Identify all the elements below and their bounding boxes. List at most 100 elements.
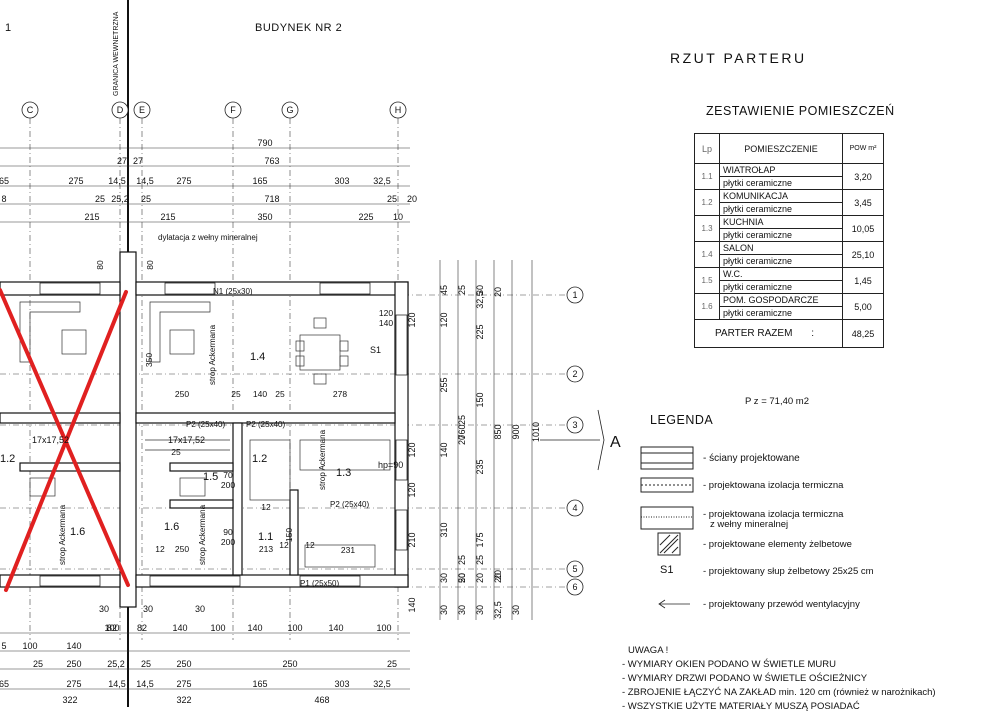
dim-right-235: 235 [475,459,485,474]
plan-title: RZUT PARTERU [670,50,807,66]
dim-top-275a: 275 [68,176,83,186]
table-row: 1.1 WIATROŁAP 3,20 [694,163,884,190]
header-lp: Lp [694,133,720,164]
dilatation-label: dylatacja z wełny mineralnej [158,233,258,242]
strop-label-3: strop Ackermana [198,504,207,565]
rooms-table: Lp POMIESZCZENIE POW m² 1.1 WIATROŁAP 3,… [694,133,884,348]
dim-bot-140c: 140 [247,623,262,633]
misc-dim-5: 25 [171,447,181,457]
row-no: 1.2 [694,189,720,216]
dim-right-760: 760 [457,424,467,439]
table-row: 1.4 SALON 25,10 [694,241,884,268]
grid-row-6: 6 [572,582,577,592]
legend-column: - projektowany słup żelbetowy 25x25 cm [703,566,874,577]
misc-dim-17: 12 [155,544,165,554]
rooms-table-header: Lp POMIESZCZENIE POW m² [694,133,884,164]
row-name: KUCHNIA [719,215,843,229]
dim-bot-100a: 100 [22,641,37,651]
misc-dim-7: 200 [221,480,235,490]
misc-dim-6: 70 [223,470,233,480]
dim-top-25-2: 25,2 [111,194,129,204]
dim-right-30a: 30 [439,605,449,615]
dim-right-25a: 25 [457,285,467,295]
boundary-label: GRANICA WEWNETRZNA [113,11,120,96]
dim-bot-250c: 250 [282,659,297,669]
dim-right-45: 45 [439,285,449,295]
room-left-1-2: 1.2 [0,453,15,465]
grid-col-f: F [230,105,236,115]
dim-right-20b: 20 [457,573,467,583]
dim-top-14b: 14,5 [136,176,154,186]
dim-top-225: 225 [358,212,373,222]
grid-col-g: G [286,105,293,115]
dim-bot-100c: 100 [210,623,225,633]
misc-dim-22: 140 [379,318,393,328]
dim-top-65: 65 [0,176,9,186]
dim-bot-322b: 322 [176,695,191,705]
row-area: 5,00 [842,293,884,320]
row-finish: płytki ceramiczne [719,254,843,268]
table-total-row: PARTER RAZEM : 48,25 [694,319,884,348]
row-area: 3,20 [842,163,884,190]
misc-dim-19: 80 [95,260,105,270]
dim-right-1010: 1010 [531,422,541,442]
beam-p1-label: P1 (25x50) [300,579,339,588]
total-value: 48,25 [842,319,884,348]
dim-top-303: 303 [334,176,349,186]
dim-bot-14a: 14,5 [108,679,126,689]
dim-bot-32-5: 32,5 [373,679,391,689]
note-line: - WYMIARY DRZWI PODANO W ŚWIETLE OŚCIEŻN… [622,673,868,684]
dim-bot-82a: 82 [107,623,117,633]
dim-right-32-5a: 32,5 [475,291,485,309]
dim-right-120d: 120 [407,482,417,497]
grid-row-3: 3 [572,420,577,430]
dim-right-20a: 20 [457,435,467,445]
legend-vent: - projektowany przewód wentylacyjny [703,599,860,610]
dim-bot-468: 468 [314,695,329,705]
dim-bot-100d: 100 [287,623,302,633]
dim-top-275b: 275 [176,176,191,186]
dim-top-215a: 215 [84,212,99,222]
misc-dim-1: 25 [231,389,241,399]
legend-insulation-wool-2: z wełny mineralnej [710,519,789,530]
room-1-3: 1.3 [336,467,351,479]
dim-right-255: 255 [439,377,449,392]
dim-right-120a: 120 [439,312,449,327]
grid-col-e: E [139,105,145,115]
dim-top-25a: 25 [95,194,105,204]
dim-right-30c: 30 [439,573,449,583]
grid-col-h: H [395,105,402,115]
row-finish: płytki ceramiczne [719,228,843,242]
dim-right-310: 310 [439,522,449,537]
dim-bot-140b: 140 [172,623,187,633]
row-no: 1.5 [694,267,720,294]
dim-right-30e: 30 [475,605,485,615]
room-1-6: 1.6 [164,521,179,533]
row-finish: płytki ceramiczne [719,202,843,216]
dim-top-10: 10 [393,212,403,222]
dim-bot-82b: 82 [137,623,147,633]
dim-right-210: 210 [407,532,417,547]
dim-top-215b: 215 [160,212,175,222]
dim-right-25d: 25 [475,555,485,565]
header-area: POW m² [842,133,884,164]
misc-dim-21: 120 [379,308,393,318]
row-no: 1.6 [694,293,720,320]
row-area: 10,05 [842,215,884,242]
beam-n1-label: N1 (25x30) [213,287,253,296]
dim-top-20: 20 [407,194,417,204]
total-colon: : [811,328,814,339]
strop-label-4: strop Ackermana [58,504,67,565]
misc-dim-12: 150 [284,528,294,542]
legend-walls: - ściany projektowane [703,453,800,464]
dim-top-165: 165 [252,176,267,186]
grid-col-c: C [27,105,34,115]
legend-insulation: - projektowana izolacja termiczna [703,480,844,491]
note-line: - WYMIARY OKIEN PODANO W ŚWIETLE MURU [622,659,836,670]
stair-label: 17x17,52 [168,435,205,445]
notes-title: UWAGA ! [628,645,669,656]
dim-bot-30b: 30 [143,604,153,614]
room-1-4: 1.4 [250,351,265,363]
dim-bot-140d: 140 [328,623,343,633]
